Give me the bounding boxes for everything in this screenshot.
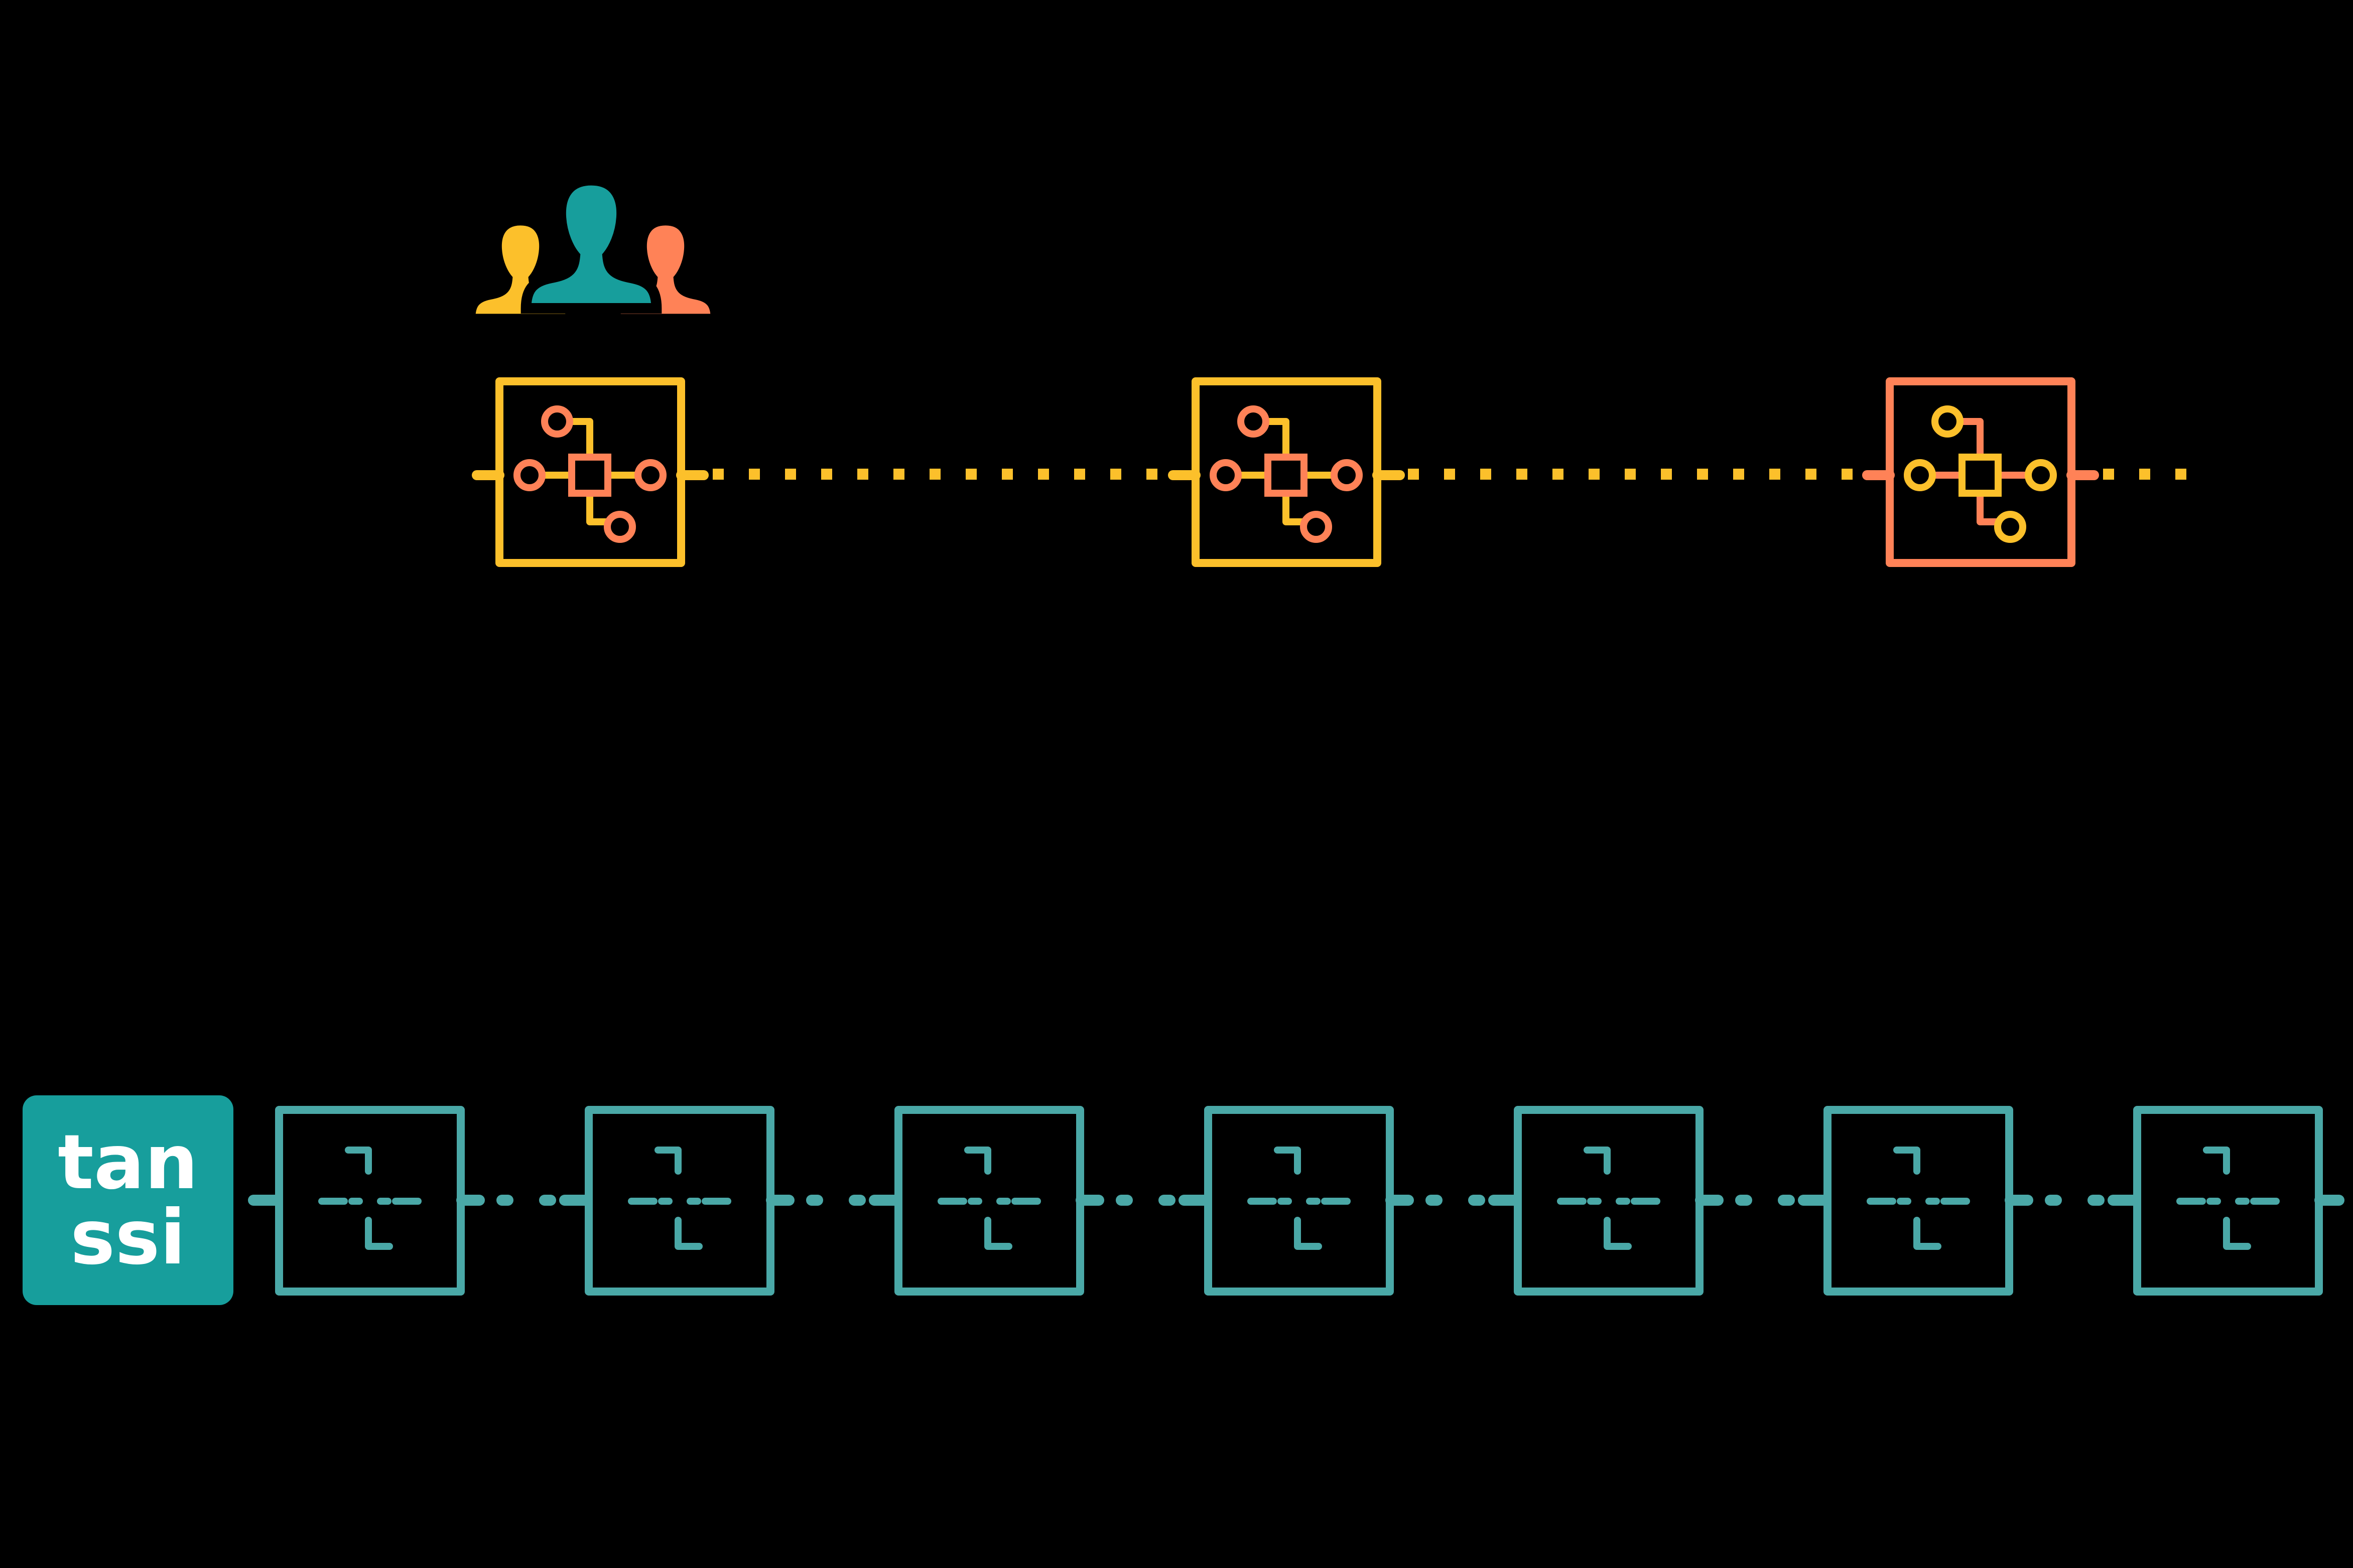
tanssi-block-2: [589, 1110, 770, 1292]
appchain-block-3: [1867, 381, 2094, 563]
tanssi-block-3: [898, 1110, 1080, 1292]
network-node-icon: [1867, 381, 2094, 563]
tanssi-block-6: [1827, 1110, 2009, 1292]
tanssi-row: tan ssi: [23, 1095, 2344, 1305]
tanssi-block-5: [1518, 1110, 1700, 1292]
appchain-block-1: [477, 381, 704, 563]
target-crosshair-icon: [898, 1110, 1080, 1292]
tanssi-block-1: [279, 1110, 461, 1292]
target-crosshair-icon: [1518, 1110, 1700, 1292]
users-group-icon: [471, 180, 715, 318]
tanssi-logo-line2: ssi: [70, 1194, 186, 1281]
network-node-icon: [477, 381, 704, 563]
tanssi-logo: tan ssi: [23, 1095, 233, 1305]
target-crosshair-icon: [1208, 1110, 1390, 1292]
appchain-block-2: [1173, 381, 1400, 563]
network-node-icon: [1173, 381, 1400, 563]
target-crosshair-icon: [589, 1110, 770, 1292]
target-crosshair-icon: [2137, 1110, 2319, 1292]
tanssi-block-7: [2137, 1110, 2319, 1292]
appchain-row: [477, 381, 2198, 563]
tanssi-block-4: [1208, 1110, 1390, 1292]
target-crosshair-icon: [279, 1110, 461, 1292]
target-crosshair-icon: [1827, 1110, 2009, 1292]
tanssi-logo-line1: tan: [58, 1119, 198, 1206]
